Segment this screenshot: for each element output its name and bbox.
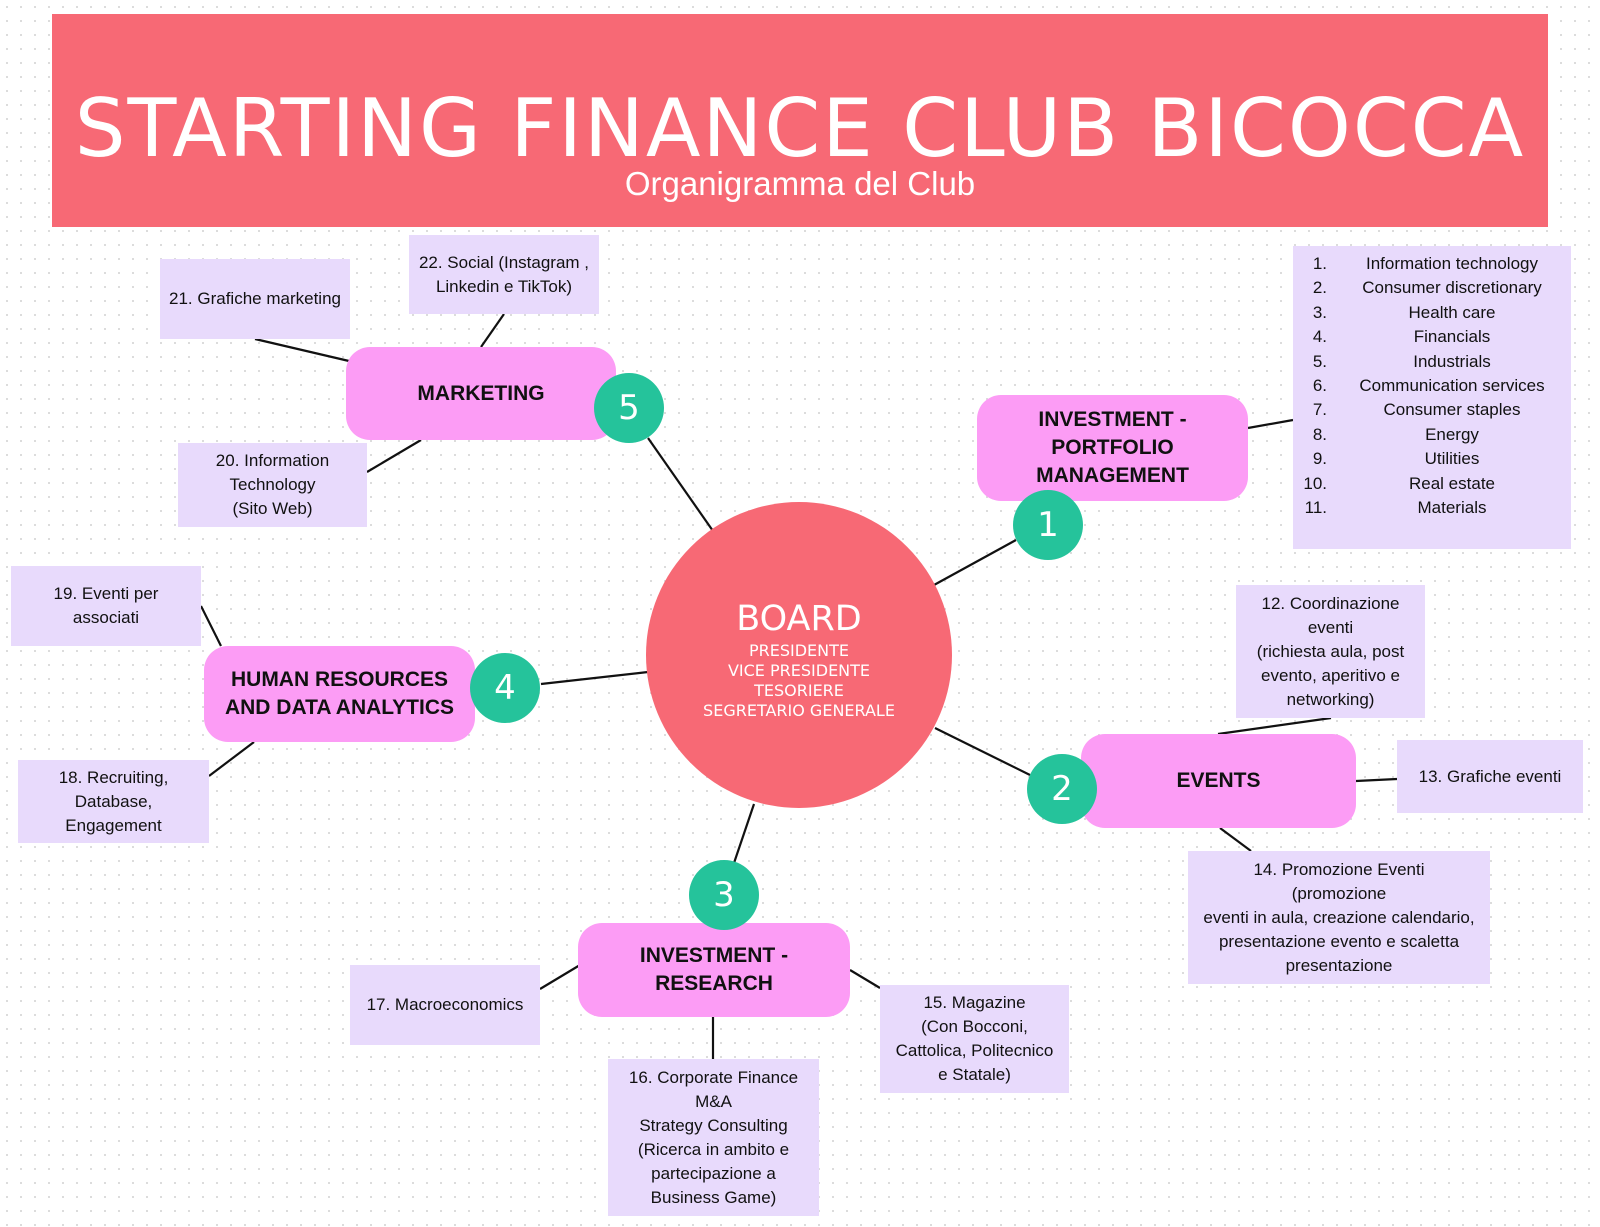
connector-board-hr <box>540 670 649 686</box>
connector-marketing-t21 <box>254 337 350 363</box>
team-17-macroeconomics: 17. Macroeconomics <box>350 965 540 1045</box>
connector-marketing-t20 <box>366 439 422 473</box>
list-item: 2.Consumer discretionary <box>1312 278 1542 298</box>
dept-events-label: EVENTS <box>1176 769 1261 792</box>
board-role-vice-president: VICE PRESIDENTE <box>727 661 871 680</box>
connector-research-t17 <box>539 964 581 990</box>
dept-number-3: 3 <box>689 860 759 930</box>
list-item: 9.Utilities <box>1312 449 1480 469</box>
dept-research-line-2: RESEARCH <box>655 972 773 995</box>
dept-marketing: MARKETING <box>346 347 616 440</box>
dept-number-2: 2 <box>1027 754 1097 824</box>
board-node: BOARD PRESIDENTE VICE PRESIDENTE TESORIE… <box>646 502 952 808</box>
page-title: STARTING FINANCE CLUB BICOCCA <box>74 82 1526 175</box>
list-item: 11.Materials <box>1304 497 1487 517</box>
board-title: BOARD <box>736 599 862 639</box>
list-item: 5.Industrials <box>1312 351 1491 371</box>
dept-research: INVESTMENT - RESEARCH <box>578 923 850 1017</box>
list-item: 1.Information technology <box>1312 254 1538 273</box>
connector-research-t15 <box>849 969 881 989</box>
list-item: 8.Energy <box>1312 424 1479 444</box>
team-13-grafiche-eventi: 13. Grafiche eventi <box>1397 740 1583 813</box>
list-item: 6.Communication services <box>1312 375 1545 395</box>
connector-events-t14 <box>1219 827 1252 852</box>
board-role-treasurer: TESORIERE <box>754 681 844 700</box>
connector-marketing-t22 <box>480 313 505 348</box>
board-role-general-secretary: SEGRETARIO GENERALE <box>703 701 895 720</box>
dept-hr-line-1: HUMAN RESOURCES <box>230 668 448 691</box>
connector-board-research <box>732 803 756 864</box>
list-item: 7.Consumer staples <box>1312 400 1521 420</box>
connector-board-events <box>934 727 1031 776</box>
dept-research-line-1: INVESTMENT - <box>639 944 789 967</box>
dept-hr-data-analytics: HUMAN RESOURCES AND DATA ANALYTICS <box>204 646 475 742</box>
team-22-social: 22. Social (Instagram ,Linkedin e TikTok… <box>409 235 599 314</box>
connector-events-t13 <box>1355 777 1398 783</box>
header-banner: STARTING FINANCE CLUB BICOCCA Organigram… <box>52 14 1548 227</box>
connector-board-marketing <box>647 437 714 532</box>
board-role-president: PRESIDENTE <box>748 641 850 660</box>
team-21-grafiche-marketing: 21. Grafiche marketing <box>160 259 350 339</box>
dept-number-4: 4 <box>470 653 540 723</box>
connector-board-portfolio <box>933 539 1017 586</box>
team-15-magazine: 15. Magazine(Con Bocconi,Cattolica, Poli… <box>880 985 1069 1093</box>
board-roles: PRESIDENTE VICE PRESIDENTE TESORIERE SEG… <box>646 641 952 721</box>
connector-hr-t18 <box>208 741 255 777</box>
list-item: 10.Real estate <box>1303 473 1495 493</box>
dept-number-1: 1 <box>1013 490 1083 560</box>
page-subtitle: Organigramma del Club <box>624 165 976 202</box>
sector-list: 1.Information technology 2.Consumer disc… <box>1293 246 1571 549</box>
team-18-recruiting: 18. Recruiting,Database,Engagement <box>18 760 209 843</box>
dept-hr-line-2: AND DATA ANALYTICS <box>224 696 455 719</box>
connector-hr-t19 <box>200 605 222 647</box>
dept-portfolio-line-2: PORTFOLIO <box>1051 436 1174 459</box>
list-item: 3.Health care <box>1312 302 1496 322</box>
connector-events-t12 <box>1217 716 1332 736</box>
dept-marketing-label: MARKETING <box>417 381 545 405</box>
dept-events: EVENTS <box>1081 734 1356 828</box>
dept-portfolio-management: INVESTMENT - PORTFOLIO MANAGEMENT <box>977 395 1248 501</box>
dept-number-5: 5 <box>594 373 664 443</box>
dept-portfolio-line-3: MANAGEMENT <box>1036 464 1189 487</box>
dept-portfolio-line-1: INVESTMENT - <box>1038 408 1187 431</box>
connector-portfolio-sectors <box>1247 418 1294 430</box>
list-item: 4.Financials <box>1312 327 1491 347</box>
